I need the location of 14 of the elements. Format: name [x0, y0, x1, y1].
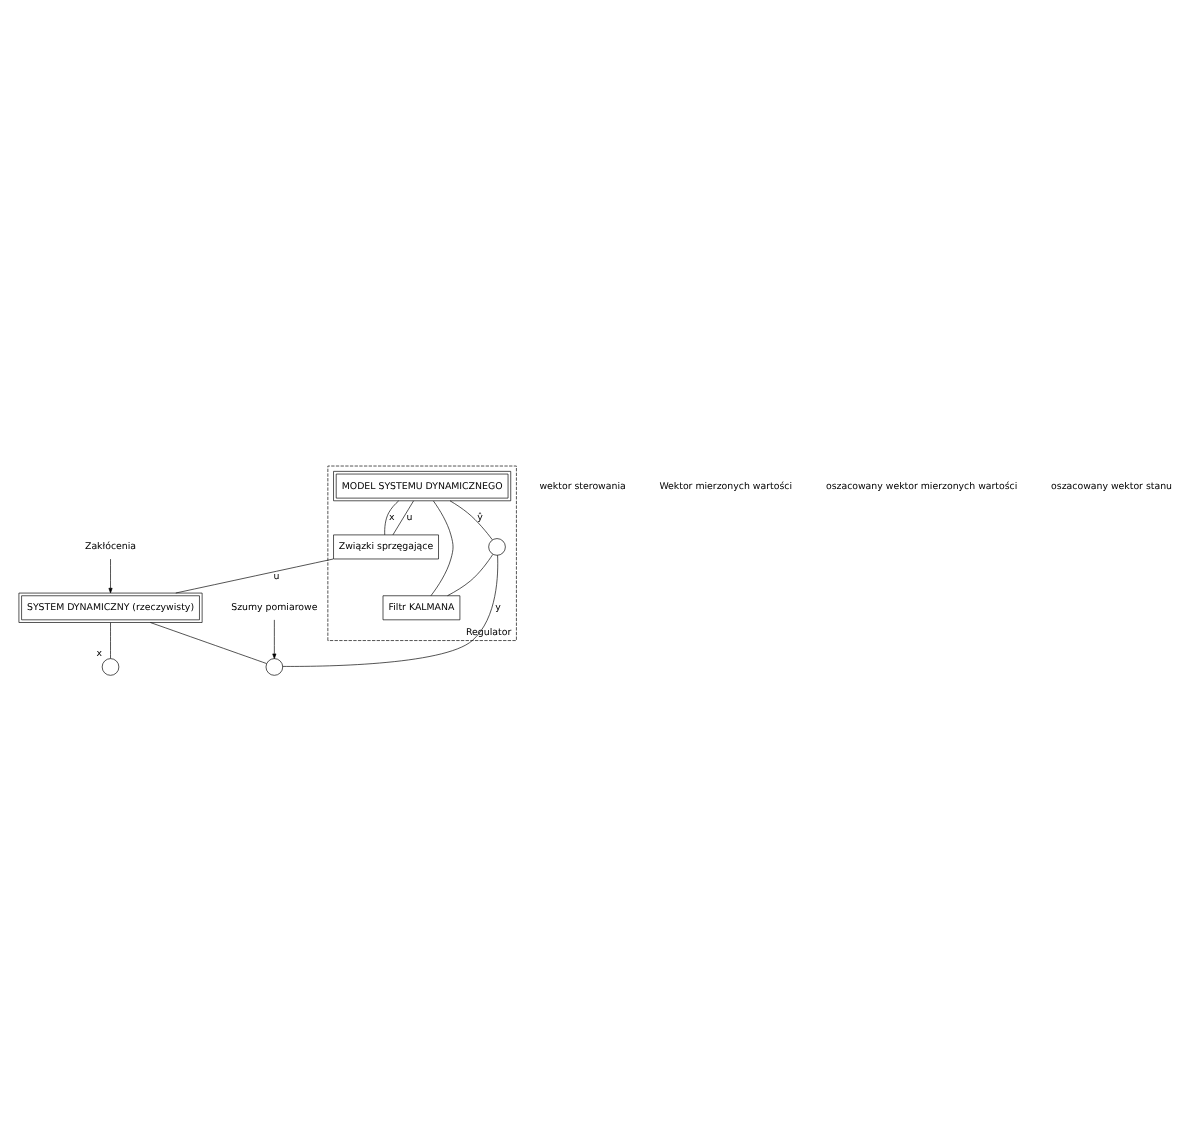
node-circle [265, 658, 284, 676]
node-circle [488, 538, 506, 556]
arrow [272, 619, 277, 659]
connector [392, 500, 414, 536]
connector [449, 500, 493, 541]
connector [384, 500, 400, 536]
connector [110, 622, 111, 659]
connector [447, 554, 494, 596]
connector [282, 554, 499, 667]
node-circle [101, 658, 120, 676]
connector [150, 622, 267, 664]
connector [430, 500, 454, 597]
arrow [108, 558, 113, 594]
connector [175, 558, 334, 594]
